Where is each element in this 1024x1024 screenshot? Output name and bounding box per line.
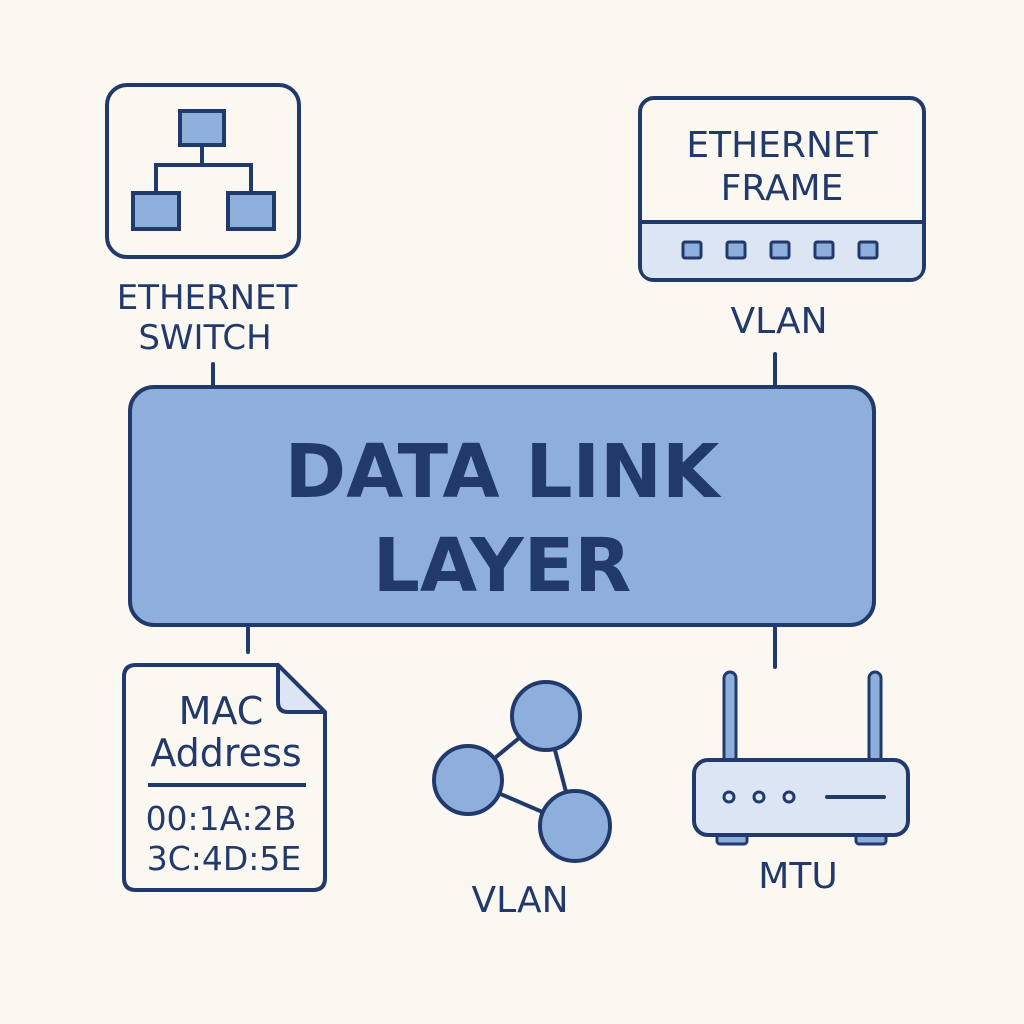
mac-title-line2: Address (150, 731, 301, 775)
document-icon (122, 663, 327, 892)
mtu-node: MTU (692, 670, 910, 897)
network-nodes-icon (432, 680, 612, 863)
ethernet-switch-node: ETHERNET SWITCH (105, 83, 301, 358)
mac-addr-line1: 00:1A:2B (146, 799, 297, 838)
switch-label-line2: SWITCH (138, 318, 271, 358)
center-box (128, 385, 876, 627)
data-link-layer-box: DATA LINK LAYER (128, 385, 876, 627)
frame-label: VLAN (730, 301, 827, 342)
vlan-node: VLAN (432, 680, 612, 921)
network-hierarchy-icon (105, 83, 301, 259)
ethernet-frame-icon (638, 96, 926, 282)
connectors (211, 352, 777, 669)
router-icon (692, 670, 910, 846)
frame-box-line1: ETHERNET (686, 125, 878, 166)
ethernet-frame-node: ETHERNET FRAME VLAN (638, 96, 926, 342)
center-title-line2: LAYER (373, 523, 631, 609)
mtu-label: MTU (758, 856, 837, 897)
mac-title-line1: MAC (179, 689, 264, 733)
frame-box-line2: FRAME (721, 168, 844, 209)
mac-address-node: MAC Address 00:1A:2B 3C:4D:5E (122, 663, 327, 892)
center-title-line1: DATA LINK (285, 429, 722, 515)
switch-label-line1: ETHERNET (117, 278, 298, 318)
mac-addr-line2: 3C:4D:5E (147, 839, 302, 878)
vlan-label: VLAN (471, 880, 568, 921)
